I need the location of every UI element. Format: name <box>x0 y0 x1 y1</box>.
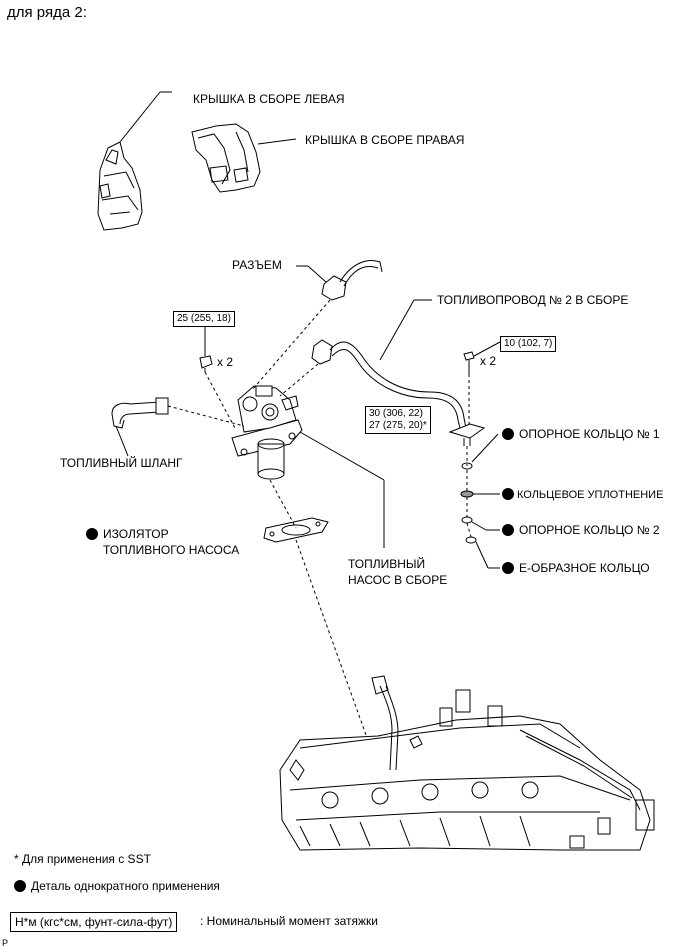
connector-part <box>296 260 383 301</box>
insulator-part <box>263 517 329 543</box>
label-o-ring: КОЛЬЦЕВОЕ УПЛОТНЕНИЕ <box>517 489 664 501</box>
label-pump-line1: ТОПЛИВНЫЙ <box>348 557 426 571</box>
quantity-label: x 2 <box>217 355 234 369</box>
legend-sst-note: * Для применения с SST <box>14 852 151 866</box>
label-support-ring-1: ОПОРНОЕ КОЛЬЦО № 1 <box>519 427 660 441</box>
torque-box-pipe-bolt: 10 (102, 7) <box>500 336 557 352</box>
non-reusable-marker <box>502 428 514 440</box>
non-reusable-marker <box>86 528 98 540</box>
alignment-lines <box>167 299 472 747</box>
label-insulator-line1: ИЗОЛЯТОР <box>103 527 169 541</box>
torque-value: 30 (306, 22) <box>369 408 423 419</box>
torque-value: 27 (275, 20)* <box>369 420 427 431</box>
label-connector: РАЗЪЕМ <box>232 258 282 272</box>
label-support-ring-2: ОПОРНОЕ КОЛЬЦО № 2 <box>519 523 660 537</box>
label-pump-line2: НАСОС В СБОРЕ <box>348 573 448 587</box>
label-fuel-pipe: ТОПЛИВОПРОВОД № 2 В СБОРЕ <box>437 293 629 307</box>
left-cover-part <box>97 91 172 231</box>
label-fuel-hose: ТОПЛИВНЫЙ ШЛАНГ <box>60 456 183 470</box>
legend-torque-description: : Номинальный момент затяжки <box>200 914 378 928</box>
label-cover-right: КРЫШКА В СБОРЕ ПРАВАЯ <box>305 133 465 147</box>
right-cover-part <box>191 123 297 193</box>
pipe-bolt-part <box>463 341 501 374</box>
legend-torque-unit: Н*м (кгс*см, фунт-сила-фут) <box>15 915 173 929</box>
torque-value: 25 (255, 18) <box>177 313 231 324</box>
legend-torque-box: Н*м (кгс*см, фунт-сила-фут) <box>10 912 178 932</box>
torque-value: 10 (102, 7) <box>504 338 553 349</box>
non-reusable-marker <box>502 562 514 574</box>
label-cover-left: КРЫШКА В СБОРЕ ЛЕВАЯ <box>193 92 345 106</box>
label-insulator-line2: ТОПЛИВНОГО НАСОСА <box>103 543 240 557</box>
non-reusable-marker <box>502 488 514 500</box>
torque-box-pump-bolt: 25 (255, 18) <box>173 311 235 327</box>
torque-box-pipe-nut: 30 (306, 22) 27 (275, 20)* <box>365 406 431 434</box>
legend-non-reusable-text: Деталь однократного применения <box>31 879 220 893</box>
page-title: для ряда 2: <box>7 4 87 21</box>
engine-cylinder-head <box>279 675 655 851</box>
label-e-ring: Е-ОБРАЗНОЕ КОЛЬЦО <box>519 561 650 575</box>
fuel-hose-part <box>111 397 169 457</box>
footer-mark: P <box>2 938 9 948</box>
non-reusable-marker <box>502 524 514 536</box>
fuel-pump-part <box>231 385 385 548</box>
pump-bolt-part <box>199 324 213 372</box>
fuel-pipe-part <box>311 299 486 446</box>
quantity-label: x 2 <box>480 354 497 368</box>
legend-non-reusable-icon <box>14 880 26 892</box>
